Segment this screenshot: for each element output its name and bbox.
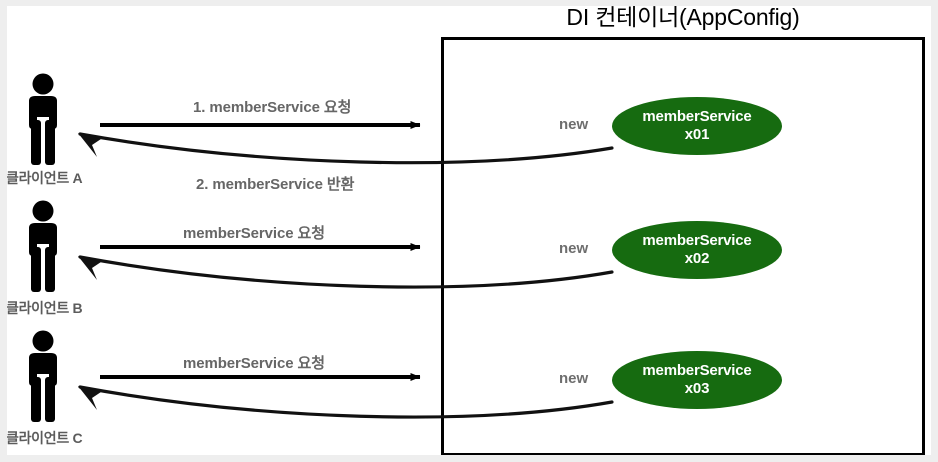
bean-label-line2: x02 — [684, 250, 710, 267]
bean-label-line2: x03 — [684, 380, 710, 397]
client-label-a: 클라이언트 A — [6, 170, 83, 186]
bean-label-line2: x01 — [684, 126, 710, 143]
new-label-a: new — [559, 116, 589, 133]
return-arrow-c — [78, 385, 614, 419]
request-label-c: memberService 요청 — [183, 355, 325, 372]
return-arrow-b — [78, 255, 614, 289]
bean-label-line1: memberService — [642, 362, 752, 379]
di-container-title: DI 컨테이너(AppConfig) — [566, 4, 800, 30]
return-arrow-a — [78, 132, 614, 165]
bean-label-line1: memberService — [642, 108, 752, 125]
request-label-a: 1. memberService 요청 — [193, 99, 352, 116]
bean-node-memberservice-x01[interactable]: memberService x01 — [612, 97, 782, 155]
person-icon — [29, 200, 57, 292]
person-icon — [29, 330, 57, 422]
new-label-b: new — [559, 240, 589, 257]
bean-node-memberservice-x02[interactable]: memberService x02 — [612, 221, 782, 279]
bean-label-line1: memberService — [642, 232, 752, 249]
person-icon — [29, 73, 57, 165]
return-label-a: 2. memberService 반환 — [196, 176, 355, 193]
di-container-box — [441, 37, 925, 456]
request-label-b: memberService 요청 — [183, 225, 325, 242]
bean-node-memberservice-x03[interactable]: memberService x03 — [612, 351, 782, 409]
client-label-c: 클라이언트 C — [6, 430, 83, 446]
client-label-b: 클라이언트 B — [6, 300, 83, 316]
new-label-c: new — [559, 370, 589, 387]
